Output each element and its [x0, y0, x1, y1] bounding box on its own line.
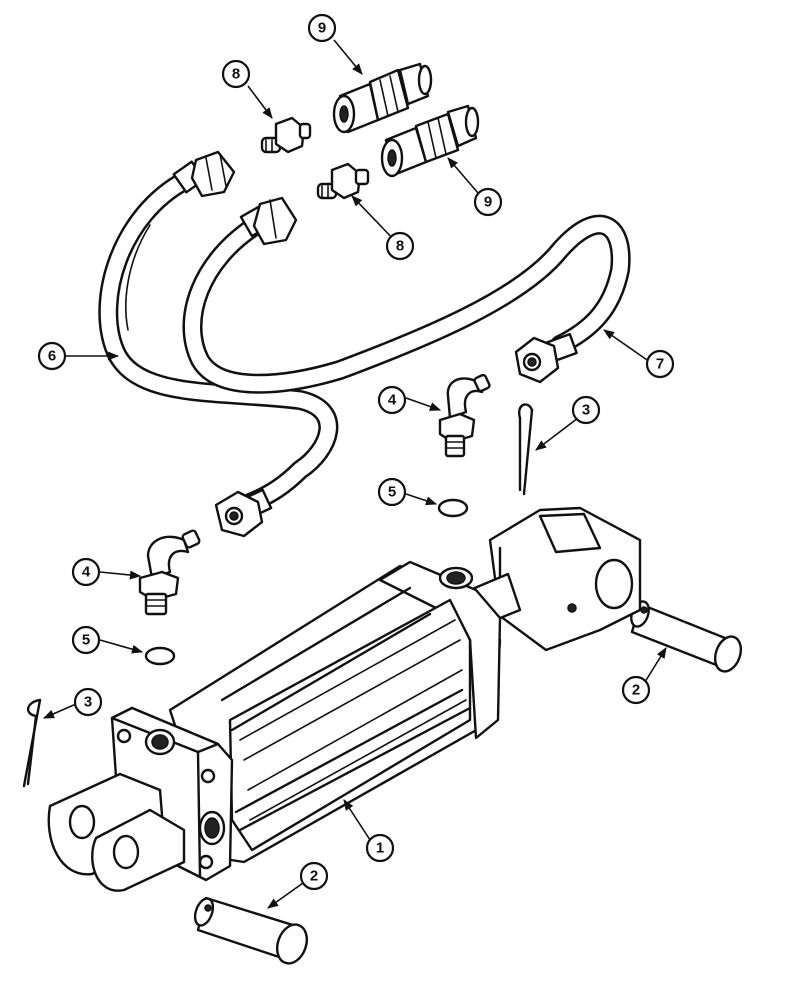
svg-text:4: 4 [82, 564, 91, 581]
elbow-fitting-4-lower [138, 529, 201, 616]
callout-9-upper: 9 [307, 13, 337, 43]
clevis-pin-2-bottom [193, 896, 309, 965]
quick-coupler-9-lower [380, 104, 480, 178]
svg-text:7: 7 [656, 356, 664, 373]
elbow-fitting-4-upper [438, 373, 491, 458]
callout-7: 7 [645, 349, 675, 379]
callout-9-lower: 9 [473, 187, 503, 217]
adapter-8-upper [260, 116, 312, 154]
hose-7-end-nut [514, 332, 578, 384]
callout-3-lower: 3 [73, 687, 103, 717]
callout-8-lower: 8 [385, 231, 415, 261]
callout-5-upper: 5 [377, 477, 407, 507]
callout-4-lower: 4 [71, 557, 101, 587]
callout-3-upper: 3 [571, 395, 601, 425]
hose-6-bottom-nut [214, 488, 273, 538]
o-ring-5-lower [144, 646, 176, 666]
svg-text:4: 4 [388, 392, 397, 409]
adapter-8-lower [316, 162, 370, 200]
callout-2-bottom: 2 [299, 861, 329, 891]
callout-8-upper: 8 [221, 59, 251, 89]
cotter-pin-3-upper [518, 403, 534, 496]
svg-text:6: 6 [48, 348, 56, 365]
svg-text:2: 2 [632, 682, 640, 699]
callout-2-right: 2 [621, 675, 651, 705]
svg-text:9: 9 [318, 20, 326, 37]
svg-text:8: 8 [232, 66, 240, 83]
clevis-pin-2-right [630, 600, 743, 673]
callout-1: 1 [365, 833, 395, 863]
svg-text:5: 5 [82, 632, 90, 649]
svg-text:1: 1 [376, 840, 384, 857]
hose-7 [182, 196, 631, 394]
cotter-pin-3-lower [22, 698, 42, 788]
hose-7-top-nut [239, 196, 298, 246]
svg-text:9: 9 [484, 194, 492, 211]
callout-6: 6 [37, 341, 67, 371]
callout-5-lower: 5 [71, 625, 101, 655]
svg-text:3: 3 [84, 694, 92, 711]
callout-4-upper: 4 [377, 385, 407, 415]
svg-text:8: 8 [396, 238, 404, 255]
hydraulic-cylinder-1 [47, 506, 642, 892]
o-ring-5-upper [437, 498, 469, 518]
hose-6-top-nut [172, 150, 236, 198]
svg-text:2: 2 [310, 868, 318, 885]
svg-text:5: 5 [388, 484, 396, 501]
quick-coupler-9-upper [332, 62, 433, 134]
svg-text:3: 3 [582, 402, 590, 419]
hose-6 [98, 150, 339, 538]
